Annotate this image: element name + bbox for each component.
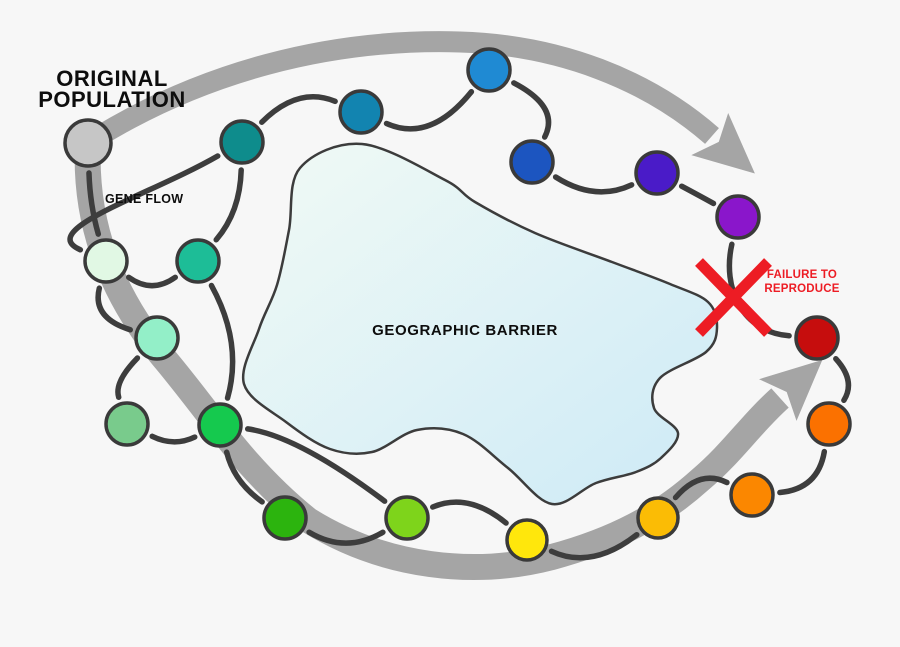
population-node-teal-dark xyxy=(219,119,265,165)
failure-line1: FAILURE TO xyxy=(766,269,838,281)
population-node-green xyxy=(262,495,308,541)
population-node-royal-blue xyxy=(509,139,555,185)
original-population-line1: ORIGINAL xyxy=(56,66,168,91)
population-node-gold xyxy=(636,496,680,540)
gene-flow-link-teal-dark-teal-green xyxy=(213,167,244,243)
gene-flow-link-yellow-green-green xyxy=(306,529,386,546)
population-node-aquamarine xyxy=(134,315,180,361)
northern-route xyxy=(82,31,755,174)
gene-flow-link-green-emerald xyxy=(223,449,265,505)
population-node-orange xyxy=(729,472,775,518)
gene-flow-link-aquamarine-pale-mint xyxy=(95,285,133,333)
population-node-pale-mint xyxy=(83,238,129,284)
gene-flow-link-cerulean-blue xyxy=(383,89,475,132)
population-node-indigo xyxy=(634,150,680,196)
failure-line2: REPRODUCE xyxy=(764,283,840,295)
population-node-cerulean xyxy=(338,89,384,135)
population-node-yellow-green xyxy=(384,495,430,541)
gene-flow-link-orange-red-orange xyxy=(777,448,828,496)
gene-flow-link-sage-aquamarine xyxy=(115,355,141,401)
population-node-emerald xyxy=(197,402,243,448)
gene-flow-link-emerald-teal-green xyxy=(208,282,236,401)
population-node-teal-green xyxy=(175,238,221,284)
gene-flow-link-indigo-purple xyxy=(678,183,717,207)
failure-x-stroke-2 xyxy=(695,258,772,337)
failure-to-reproduce-x xyxy=(695,258,772,337)
gene-flow-link-blue-royal-blue xyxy=(511,80,552,140)
population-node-orange-red xyxy=(806,401,852,447)
gene-flow-link-emerald-yellow-green xyxy=(244,426,388,504)
geographic-barrier-shape xyxy=(241,142,719,506)
population-nodes xyxy=(63,47,852,562)
population-node-blue xyxy=(466,47,512,93)
gene-flow-link-gold-yellow xyxy=(548,531,640,561)
gene-flow-link-emerald-sage xyxy=(149,433,198,445)
geographic-barrier-label: GEOGRAPHIC BARRIER xyxy=(372,322,558,339)
gene-flow-link-red-orange-red xyxy=(833,355,852,404)
gene-flow-link-original-pale-mint xyxy=(86,170,102,237)
original-population-line2: POPULATION xyxy=(38,87,186,112)
gene-flow-label: GENE FLOW xyxy=(105,192,184,206)
population-node-red xyxy=(794,315,840,361)
gene-flow-link-yellow-yellow-green xyxy=(430,499,509,526)
original-population-label: ORIGINAL POPULATION xyxy=(14,66,210,112)
gene-flow-link-orange-gold xyxy=(672,475,730,501)
geographic-barrier-blob xyxy=(241,142,719,506)
population-node-original xyxy=(63,118,113,168)
population-node-purple xyxy=(715,194,761,240)
gene-flow-link-pale-mint-teal-green xyxy=(126,274,178,289)
gene-flow-link-royal-blue-indigo xyxy=(552,174,635,195)
population-node-yellow xyxy=(505,518,549,562)
failure-to-reproduce-label: FAILURE TO REPRODUCE xyxy=(750,268,854,296)
gene-flow-link-teal-dark-pale-mint xyxy=(67,153,221,253)
gene-flow-link-teal-dark-cerulean xyxy=(259,94,338,125)
population-node-sage xyxy=(104,401,150,447)
